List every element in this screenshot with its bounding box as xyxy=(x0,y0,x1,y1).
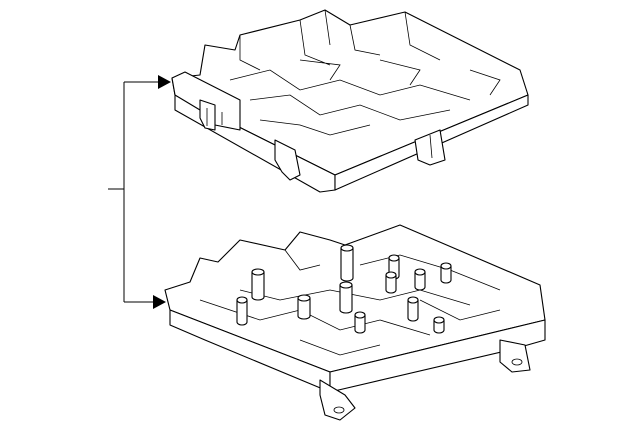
lower-tray xyxy=(164,224,546,421)
callout-bracket xyxy=(108,75,171,309)
upper-cover xyxy=(171,9,529,193)
arrow-lower-icon xyxy=(153,295,166,309)
arrow-upper-icon xyxy=(158,75,171,89)
terminal-posts xyxy=(236,244,452,334)
